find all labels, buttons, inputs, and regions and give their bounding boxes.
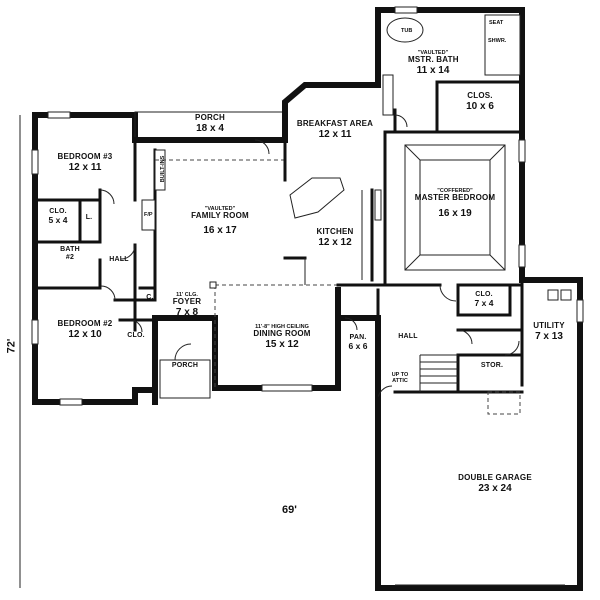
tub-label: TUB	[401, 28, 413, 34]
room-pantry: PAN. 6 x 6	[348, 334, 368, 351]
exterior-wall-front	[152, 287, 341, 405]
room-bedroom3: BEDROOM #3 12 x 11	[57, 152, 113, 173]
coffered-corner-d	[489, 254, 506, 271]
shower	[484, 14, 521, 76]
attic-stairs	[419, 354, 458, 392]
room-master-bath: "VAULTED" MSTR. BATH 11 x 14	[408, 50, 459, 76]
room-closet-5x4: CLO. 5 x 4	[48, 208, 68, 225]
clo3-box	[456, 283, 512, 317]
column	[209, 281, 217, 289]
room-porch-front: PORCH	[171, 362, 199, 369]
coffered-corner-b	[489, 144, 506, 161]
room-linen: L.	[85, 214, 93, 221]
room-master-bedroom: "COFFERED" MASTER BEDROOM 16 x 19	[414, 188, 496, 219]
exterior-wall-left-wing	[32, 112, 158, 405]
room-dining: 11'-8" HIGH CEILING DINING ROOM 15 x 12	[253, 324, 311, 350]
coffered-corner-a	[404, 144, 421, 161]
room-bedroom2: BEDROOM #2 12 x 10	[57, 319, 113, 340]
doors	[99, 114, 520, 401]
room-hall-left: HALL	[109, 256, 129, 263]
tub	[386, 17, 424, 43]
room-bath2: BATH #2	[60, 246, 80, 261]
attic-hatch	[487, 391, 521, 415]
room-master-closet: CLOS. 10 x 6	[466, 91, 494, 112]
attic-label: UP TO ATTIC	[391, 372, 409, 384]
coffered-corner-c	[404, 254, 421, 271]
dimension-depth: 72'	[5, 338, 18, 354]
room-porch-rear: PORCH 18 x 4	[195, 113, 225, 134]
built-ins-label: BUILT-INS	[160, 155, 167, 183]
room-utility: UTILITY 7 x 13	[533, 321, 565, 342]
built-ins-box	[154, 149, 166, 191]
room-closet-bed2: CLO.	[127, 332, 145, 339]
shower-label: SHWR.	[488, 38, 507, 44]
room-family-room: "VAULTED" FAMILY ROOM 16 x 17	[191, 206, 249, 236]
front-porch-outline	[159, 359, 211, 399]
seat-label: SEAT	[489, 20, 504, 26]
room-storage: STOR.	[480, 362, 504, 369]
room-kitchen: KITCHEN 12 x 12	[316, 227, 354, 248]
kitchen-island	[289, 177, 345, 219]
fireplace-box	[141, 199, 156, 231]
room-hall-center: HALL	[398, 333, 418, 340]
room-foyer: 11' CLG. FOYER 7 x 8	[172, 292, 202, 318]
windows	[31, 6, 584, 406]
room-closet-7x4: CLO. 7 x 4	[474, 291, 494, 308]
exterior-wall-rear	[132, 7, 525, 143]
room-coat-closet: C.	[146, 294, 154, 301]
fireplace-label: F/P	[144, 212, 153, 218]
vanity	[382, 74, 394, 116]
room-breakfast: BREAKFAST AREA 12 x 11	[296, 119, 374, 140]
dimension-width: 69'	[282, 504, 297, 516]
room-garage: DOUBLE GARAGE 23 x 24	[458, 473, 532, 494]
utility-appliances	[547, 289, 572, 301]
